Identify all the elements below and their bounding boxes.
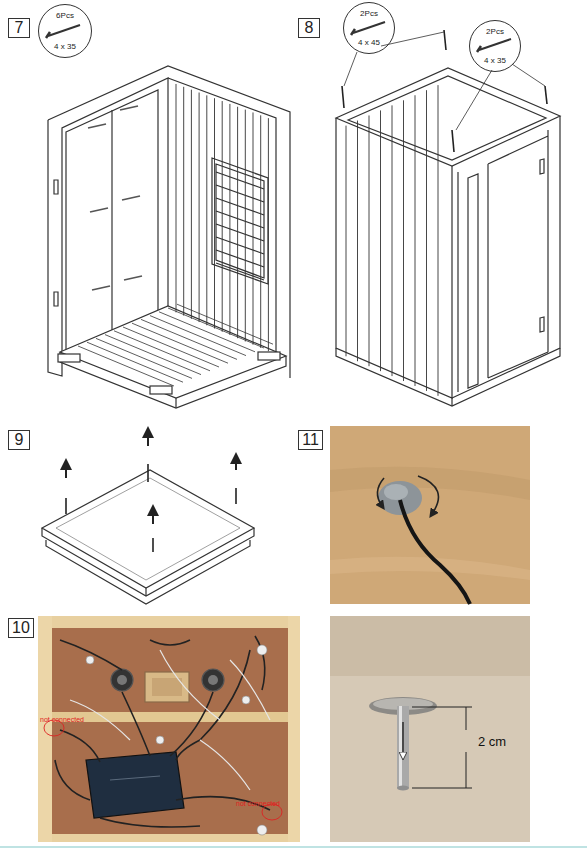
hardware-text: 4 x 35 [484,57,506,65]
note: not connected [40,716,84,723]
screw-icon [46,22,511,52]
step-number: 7 [8,18,30,38]
hardware-callout: 6Pcs 4 x 35 [38,4,92,58]
step-number: 11 [298,430,323,450]
footer-rule [0,846,587,848]
photo-wiring [38,616,300,842]
hardware-callout: 2Pcs 4 x 35 [469,20,521,72]
step-number-text: 7 [15,20,24,36]
dimension: 2 cm [476,734,508,749]
photo-pin [330,616,530,842]
hardware-text: 6Pcs [56,12,74,20]
ceiling-panel [42,432,254,604]
hardware-callout: 2Pcs 4 x 45 [343,2,395,54]
sauna-open [48,66,290,408]
step-number-text: 11 [302,432,319,448]
step-number-text: 8 [305,20,314,36]
hardware-text: 4 x 35 [54,43,76,51]
step-number: 10 [8,618,34,638]
hardware-text: 4 x 45 [358,39,380,47]
step-number-text: 9 [15,432,24,448]
sauna-closed [336,30,560,406]
note: not connected [236,800,280,807]
step-number: 9 [8,430,30,450]
hardware-text: 2Pcs [486,28,504,36]
hardware-text: 2Pcs [360,10,378,18]
photo-cable-grommet [330,426,530,604]
step-number-text: 10 [12,620,30,636]
step-number: 8 [298,18,320,38]
